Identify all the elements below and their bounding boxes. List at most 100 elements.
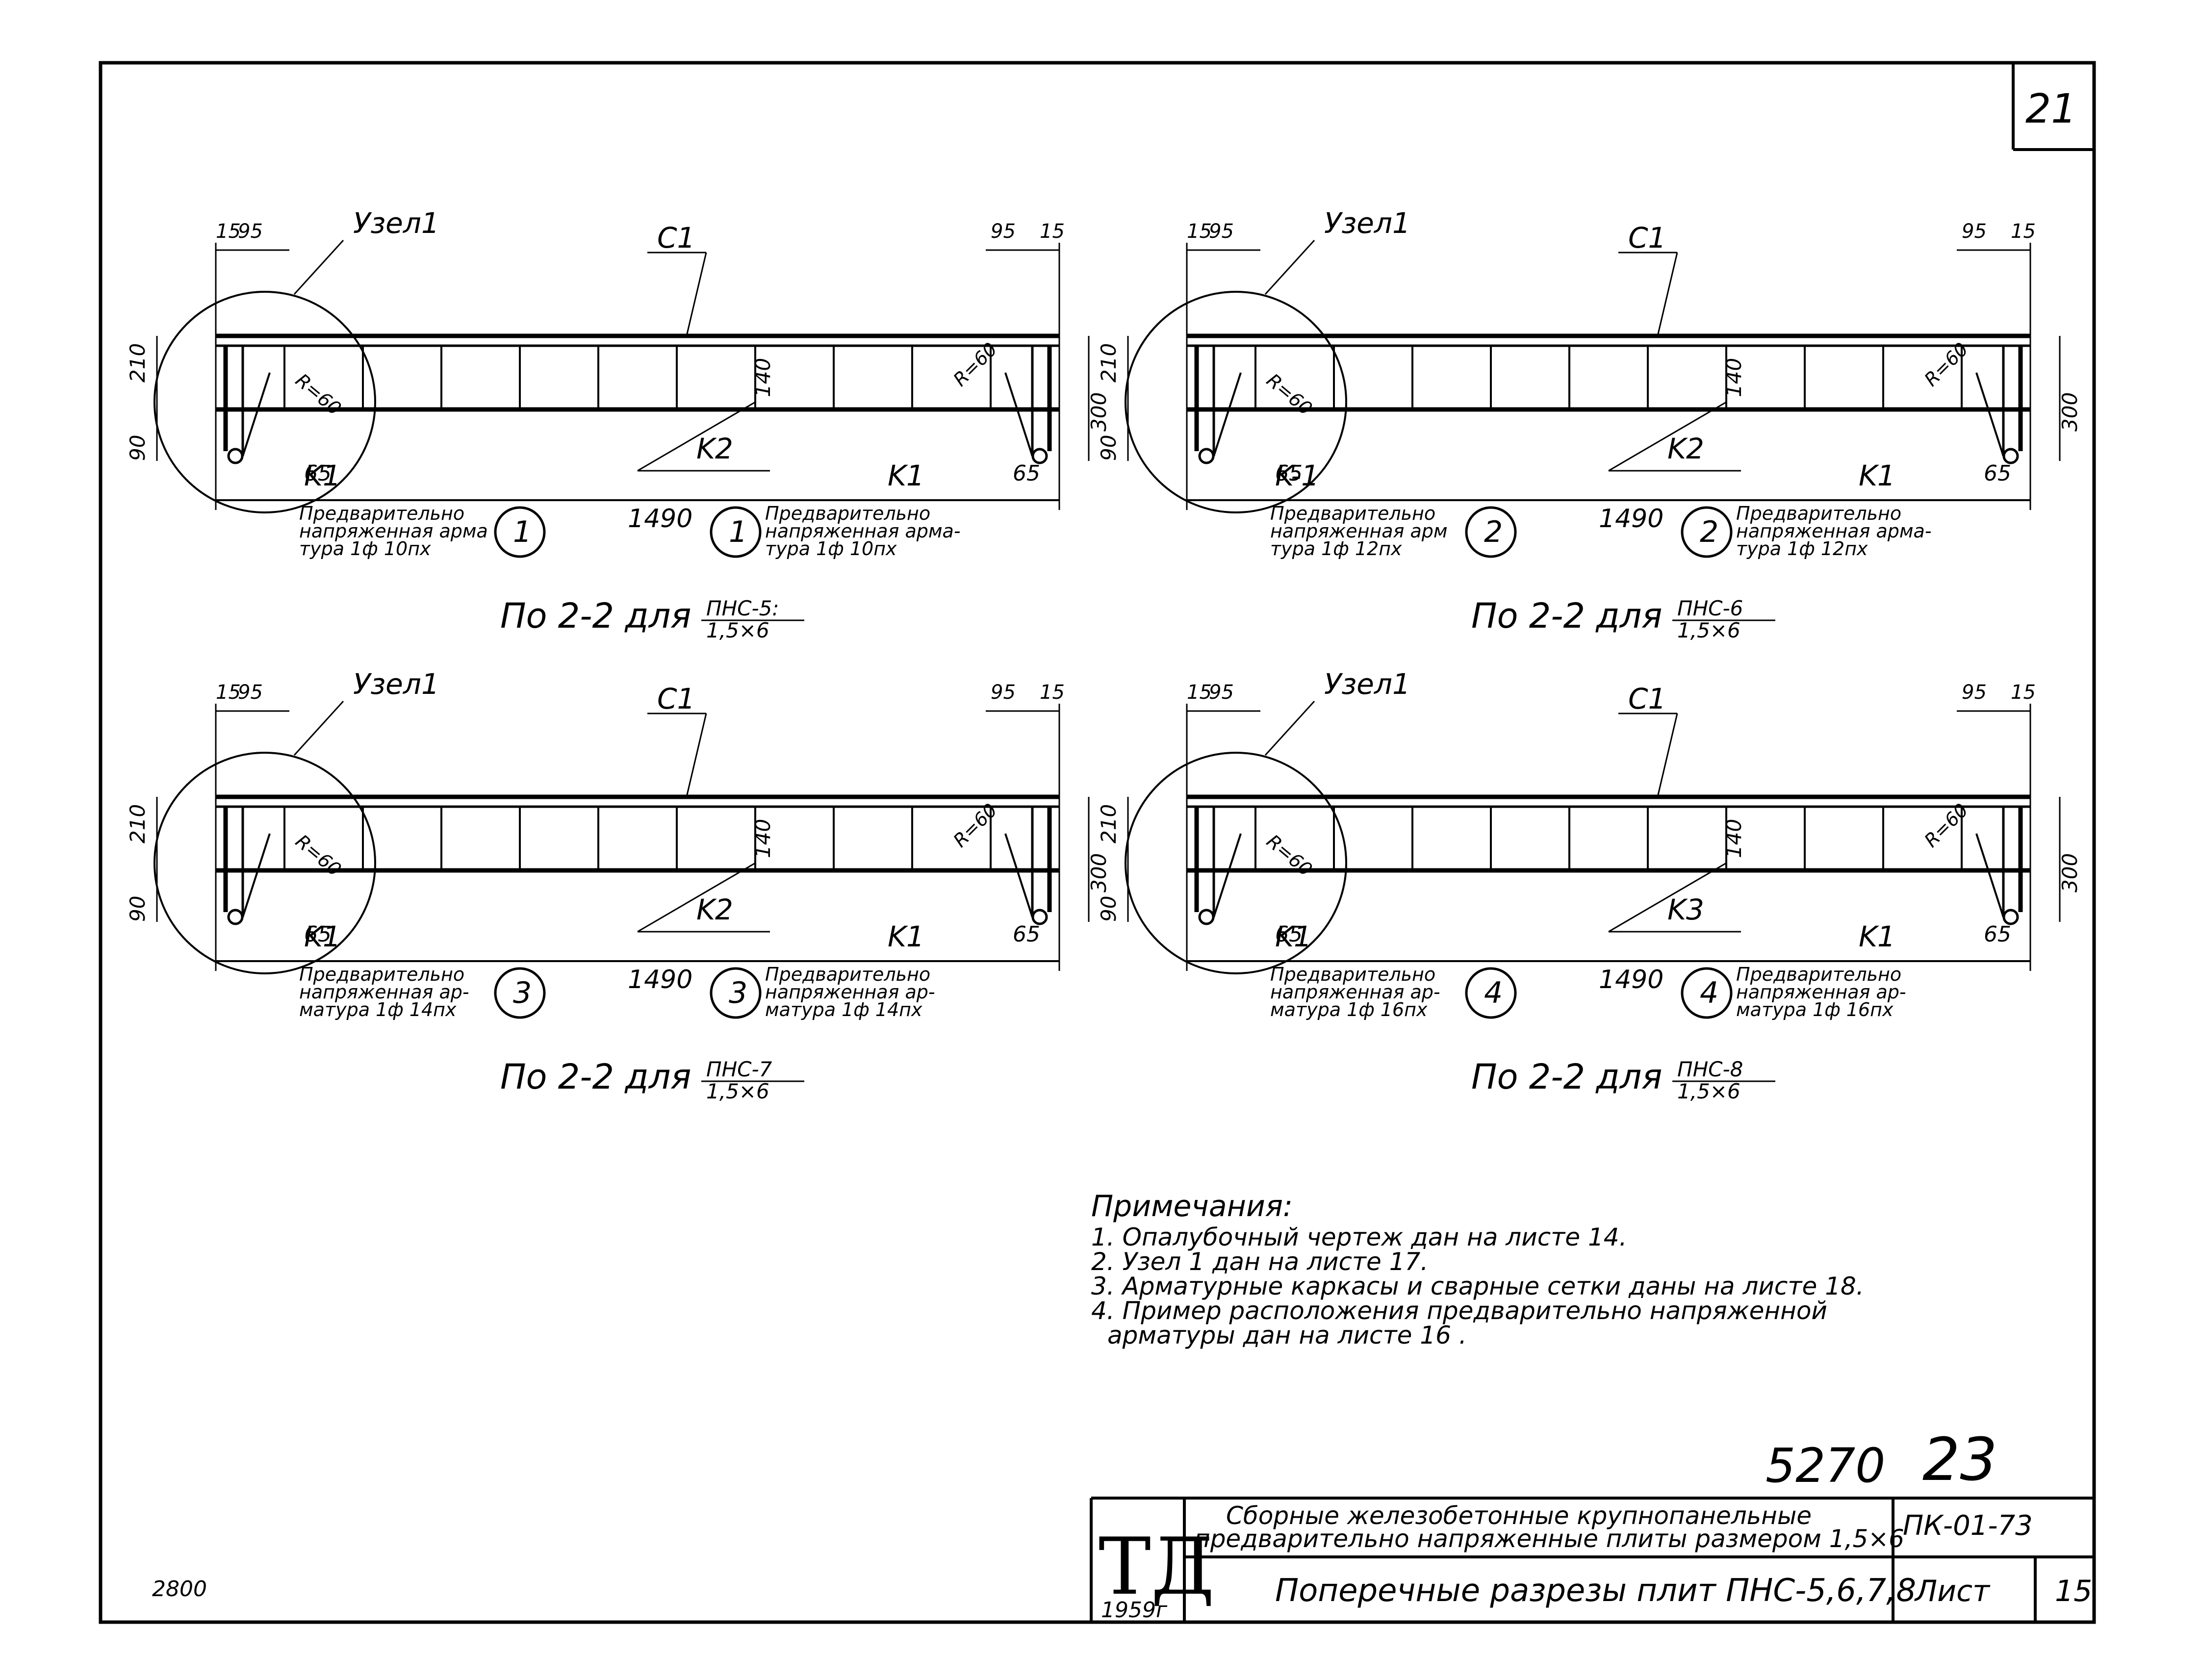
tendon-note-left: Предварительно — [299, 964, 464, 985]
dim-65-right: 65 — [1013, 922, 1040, 947]
tendon-note-left: напряженная арма — [299, 520, 488, 542]
caption-denominator: 1,5×6 — [1677, 1079, 1740, 1103]
corner-number-box: 21 — [2012, 63, 2094, 151]
dim-95: 95 — [1962, 220, 1987, 243]
dim-210: 210 — [126, 804, 150, 843]
dim-15: 15 — [216, 220, 241, 243]
tendon-note-right: Предварительно — [765, 964, 930, 985]
dim-90: 90 — [1097, 435, 1121, 461]
k1-right-bar — [1004, 372, 1033, 457]
leader-line — [637, 401, 756, 472]
series-title-1: Сборные железобетонные крупнопанельные — [1226, 1502, 1812, 1530]
dim-65-right: 65 — [1013, 461, 1040, 486]
k1-left-label: K1 — [1275, 920, 1312, 953]
leader-line — [293, 700, 344, 756]
caption-numerator: ПНС-6 — [1677, 596, 1743, 620]
radius-left: R=60 — [1262, 369, 1316, 419]
marker-number: 2 — [1484, 515, 1503, 549]
dim-210: 210 — [126, 343, 150, 382]
drawing-title: Поперечные разрезы плит ПНС-5,6,7,8 — [1275, 1573, 1916, 1609]
dim-95: 95 — [1962, 681, 1987, 704]
dim-300: 300 — [1087, 853, 1111, 892]
frame-label: K2 — [696, 432, 733, 465]
position-marker — [1681, 506, 1733, 558]
notes-block: Примечания: 1. Опалубочный чертеж дан на… — [1091, 1189, 1864, 1349]
frame-label: K2 — [696, 893, 733, 926]
tendon-right — [2002, 448, 2019, 464]
overall-width: 1490 — [1599, 965, 1664, 994]
dim-15: 15 — [2011, 681, 2036, 704]
mesh-c1-label: C1 — [657, 221, 695, 255]
dim-15: 15 — [1187, 220, 1212, 243]
position-marker — [1465, 967, 1517, 1019]
k1-left-label: K1 — [304, 459, 341, 492]
tendon-note-right: напряженная ар- — [765, 981, 935, 1003]
position-marker — [1465, 506, 1517, 558]
notes-heading: Примечания: — [1091, 1189, 1293, 1223]
caption-denominator: 1,5×6 — [1677, 618, 1740, 642]
tendon-note-left: матура 1ф 14пх — [299, 999, 457, 1020]
tendon-left — [1198, 909, 1215, 925]
title-block: 5270 23 ТД 1959г Сборные железобетонные … — [1090, 1426, 2094, 1623]
marker-number: 4 — [1700, 976, 1718, 1010]
series-title-2: предварительно напряженные плиты размеро… — [1194, 1525, 1904, 1553]
tendon-note-left: тура 1ф 12пх — [1270, 538, 1402, 560]
tendon-note-right: Предварительно — [765, 503, 930, 524]
tendon-note-left: матура 1ф 16пх — [1270, 999, 1428, 1020]
dim-65-left: 65 — [304, 922, 332, 947]
mesh-c1-label: C1 — [657, 682, 695, 715]
k1-right-label: K1 — [1859, 920, 1895, 953]
dim-140: 140 — [1722, 358, 1746, 397]
dim-90: 90 — [126, 896, 150, 922]
tendon-note-right: Предварительно — [1736, 503, 1901, 524]
caption-numerator: ПНС-7 — [706, 1057, 772, 1081]
frame-label: K2 — [1667, 432, 1704, 465]
k1-right-label: K1 — [888, 459, 924, 492]
dim-300: 300 — [1087, 392, 1111, 432]
dim-15: 15 — [2011, 220, 2036, 243]
caption-prefix: По 2-2 для — [1471, 596, 1663, 636]
k1-left-label: K1 — [304, 920, 341, 953]
tendon-note-left: напряженная ар- — [299, 981, 469, 1003]
dim-95: 95 — [1209, 681, 1234, 704]
dim-95: 95 — [991, 681, 1016, 704]
k1-left-bar — [1213, 372, 1242, 457]
dim-95: 95 — [238, 220, 263, 243]
dim-95: 95 — [238, 681, 263, 704]
position-marker — [710, 967, 762, 1019]
node-label: Узел1 — [1324, 667, 1410, 701]
tendon-note-right: тура 1ф 10пх — [765, 538, 897, 560]
leader-line — [686, 252, 707, 336]
dim-15: 15 — [1040, 681, 1065, 704]
sheet-frame — [99, 61, 2096, 1624]
dim-65-right: 65 — [1984, 922, 2011, 947]
radius-left: R=60 — [1262, 830, 1316, 880]
dim-95: 95 — [1209, 220, 1234, 243]
overall-width: 1490 — [628, 504, 692, 534]
dim-65-left: 65 — [1275, 922, 1303, 947]
corner-number: 21 — [2025, 86, 2076, 132]
position-marker — [710, 506, 762, 558]
frame-label: K3 — [1667, 893, 1704, 926]
marker-number: 3 — [513, 976, 532, 1010]
leader-line — [637, 862, 756, 933]
dim-210: 210 — [1097, 343, 1121, 382]
k1-right-label: K1 — [1859, 459, 1895, 492]
marker-number: 1 — [513, 515, 532, 549]
tendon-note-right: напряженная арма- — [765, 520, 961, 542]
dim-15: 15 — [1040, 220, 1065, 243]
k1-right-bar — [1004, 833, 1033, 917]
k1-right-bar — [1975, 372, 2004, 457]
caption-prefix: По 2-2 для — [500, 1057, 691, 1097]
marker-number: 1 — [729, 515, 747, 549]
dim-90: 90 — [126, 435, 150, 461]
node-label: Узел1 — [353, 667, 439, 701]
tendon-note-right: напряженная арма- — [1736, 520, 1932, 542]
caption-numerator: ПНС-5: — [706, 596, 779, 620]
tendon-note-left: Предварительно — [299, 503, 464, 524]
ministry-logo: ТД — [1099, 1521, 1215, 1612]
k1-right-label: K1 — [888, 920, 924, 953]
